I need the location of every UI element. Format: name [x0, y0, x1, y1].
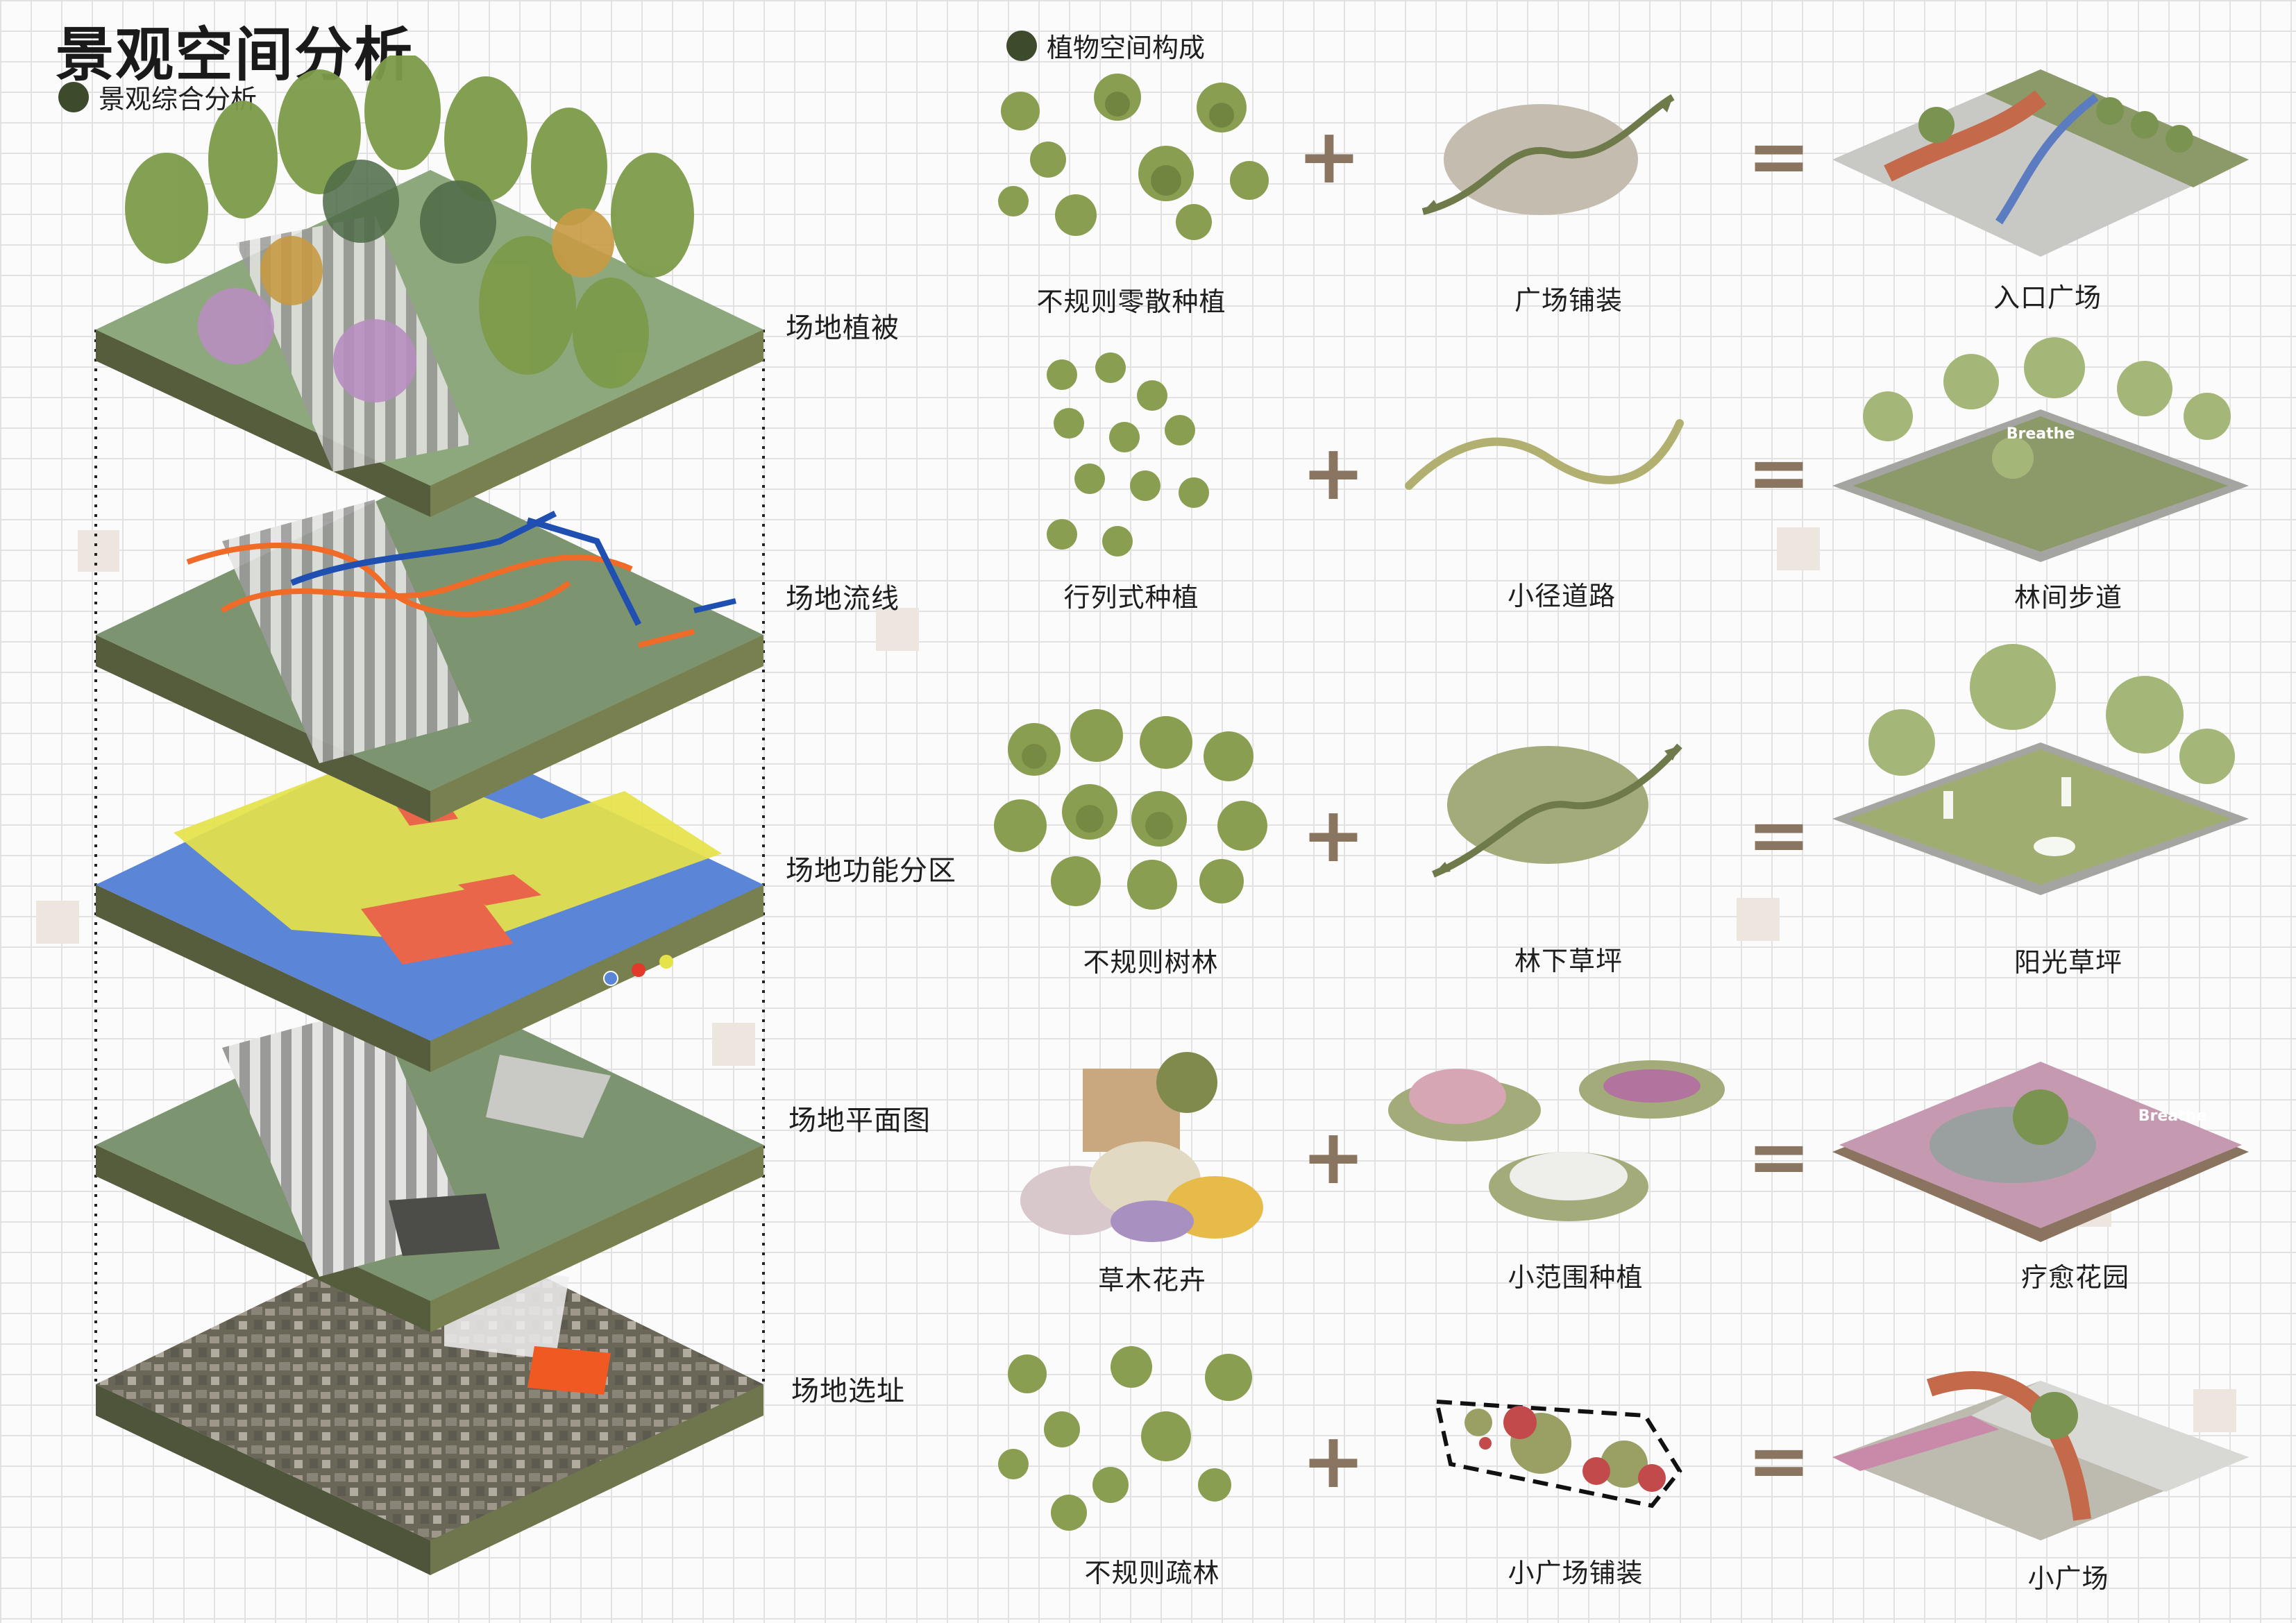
layer-label-site: 场地选址 [791, 1375, 905, 1407]
decor-square [1737, 898, 1780, 941]
layer-zoning [96, 725, 763, 1072]
caption-result-3: 阳光草坪 [2014, 947, 2122, 978]
plus-operator: + [1301, 428, 1366, 517]
irregular-woods-illustration [994, 709, 1267, 910]
layer-label-zoning: 场地功能分区 [786, 855, 956, 887]
legend-dot-icon [58, 81, 89, 112]
equals-operator: = [1746, 1112, 1812, 1201]
decor-square [36, 901, 79, 944]
forest-walkway-illustration: Breathe [1832, 337, 2249, 562]
sunny-lawn-illustration [1832, 644, 2249, 895]
decor-square [1777, 527, 1820, 570]
decor-square [876, 608, 919, 651]
flowers-illustration [1020, 1052, 1263, 1242]
equals-operator: = [1746, 428, 1812, 517]
small-plaza-illustration [1832, 1371, 2249, 1540]
plus-operator: + [1301, 1416, 1366, 1505]
layer-vegetation [96, 56, 763, 517]
caption-surface-1: 广场铺装 [1514, 285, 1623, 316]
caption-surface-2: 小径道路 [1507, 581, 1616, 611]
breathe-label: Breathe [2138, 1107, 2206, 1125]
layer-label-circulation: 场地流线 [786, 583, 900, 615]
breathe-label: Breathe [2007, 425, 2075, 443]
page-title: 景观空间分析 [56, 21, 414, 89]
legend-right: 植物空间构成 [1006, 26, 1205, 65]
legend-right-label: 植物空间构成 [1047, 33, 1206, 63]
caption-plant-2: 行列式种植 [1063, 582, 1199, 613]
caption-surface-3: 林下草坪 [1514, 946, 1623, 976]
caption-result-4: 疗愈花园 [2020, 1262, 2129, 1293]
understory-lawn-illustration [1432, 743, 1682, 878]
legend-dot-icon [1006, 30, 1037, 61]
layer-stack-diagram [94, 56, 765, 1575]
caption-result-2: 林间步道 [2014, 582, 2122, 613]
small-plaza-paving-illustration [1434, 1399, 1682, 1509]
plus-operator: + [1301, 790, 1366, 879]
caption-surface-5: 小广场铺装 [1508, 1558, 1644, 1588]
equals-operator: = [1746, 1416, 1812, 1505]
caption-plant-3: 不规则树林 [1083, 947, 1219, 978]
caption-result-1: 入口广场 [1993, 282, 2102, 313]
layer-label-plan: 场地平面图 [788, 1105, 931, 1137]
sparse-woods-illustration [998, 1346, 1252, 1531]
caption-plant-5: 不规则疏林 [1084, 1558, 1220, 1588]
layer-label-vegetation: 场地植被 [786, 312, 900, 344]
layer-circulation [96, 475, 763, 822]
scattered-trees-illustration [998, 74, 1269, 240]
decor-square [78, 530, 119, 572]
caption-plant-1: 不规则零散种植 [1036, 287, 1226, 317]
layer-plan [96, 985, 763, 1332]
caption-plant-4: 草木花卉 [1097, 1265, 1206, 1295]
plus-operator: + [1297, 112, 1362, 201]
entrance-plaza-illustration [1832, 69, 2249, 257]
caption-surface-4: 小范围种植 [1508, 1262, 1644, 1293]
path-road-illustration [1405, 419, 1684, 490]
decor-square [2193, 1389, 2236, 1432]
decor-square [712, 1023, 755, 1066]
equals-operator: = [1746, 790, 1812, 879]
caption-result-5: 小广场 [2027, 1563, 2109, 1594]
small-planting-illustration [1388, 1060, 1725, 1221]
healing-garden-illustration: Breathe [1832, 1062, 2249, 1242]
plaza-paving-illustration [1421, 94, 1675, 215]
equals-operator: = [1746, 112, 1812, 201]
row-planting-trees-illustration [1047, 352, 1209, 556]
layer-site [96, 1221, 763, 1575]
plus-operator: + [1301, 1112, 1366, 1201]
